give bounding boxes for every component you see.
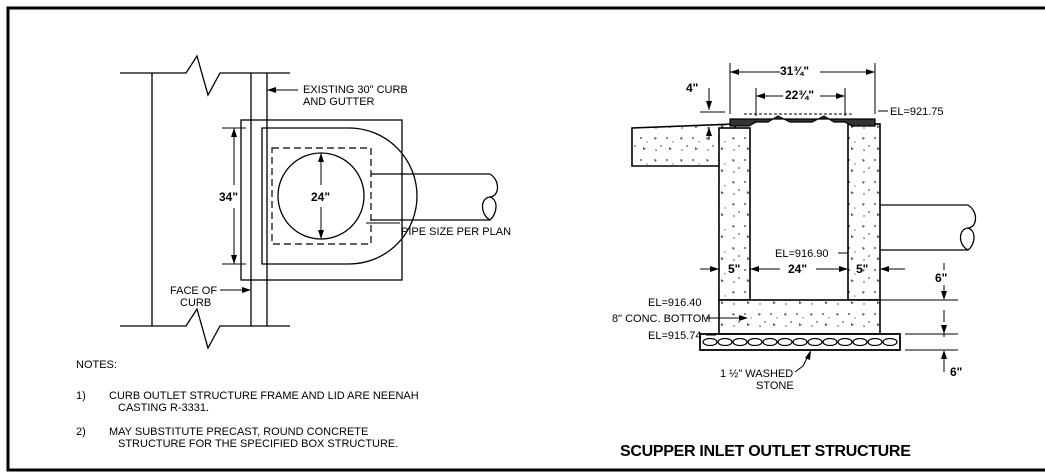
dim-lip-label: 4" xyxy=(686,81,698,95)
curb-label-2: AND GUTTER xyxy=(303,96,375,108)
outer-box xyxy=(240,119,403,281)
stone-label-2: STONE xyxy=(756,380,794,392)
note-1-line-2: CASTING R-3331. xyxy=(118,402,209,414)
bottom-break-line xyxy=(120,307,290,350)
stone-label: 1 ½" WASHED xyxy=(720,368,793,380)
el-invert-label: EL=916.90 xyxy=(775,248,829,260)
curb-label: EXISTING 30" CURB xyxy=(303,84,408,96)
top-break-line xyxy=(120,54,290,97)
el-top-label: EL=921.75 xyxy=(890,106,944,118)
drawing-title: SCUPPER INLET OUTLET STRUCTURE xyxy=(620,443,911,460)
note-1-number: 1) xyxy=(76,390,86,402)
washed-stone-layer xyxy=(699,333,901,351)
note-2-line-2: STRUCTURE FOR THE SPECIFIED BOX STRUCTUR… xyxy=(118,438,398,450)
sheet-border xyxy=(6,6,1045,472)
dim-slab-label: 6" xyxy=(935,271,947,285)
left-wall xyxy=(718,127,751,301)
bottom-label: 8" CONC. BOTTOM xyxy=(612,313,710,325)
note-2-number: 2) xyxy=(76,426,86,438)
pipe-size-label: PIPE SIZE PER PLAN xyxy=(401,226,511,238)
dim-wall-left-label: 5" xyxy=(728,262,740,276)
right-wall xyxy=(847,123,881,301)
face-of-curb-label: FACE OF xyxy=(170,285,217,297)
dim-pipe-label: 24" xyxy=(311,190,330,204)
casting-grate xyxy=(729,115,876,127)
dim-inner-label: 24" xyxy=(788,262,807,276)
pipe-break xyxy=(481,173,499,221)
dim-height-label: 34" xyxy=(219,190,238,204)
face-of-curb-label-2: CURB xyxy=(180,297,211,309)
plan-view: EXISTING 30" CURB AND GUTTER 34" 24" PIP… xyxy=(120,54,511,350)
note-2-line-1: MAY SUBSTITUTE PRECAST, ROUND CONCRETE xyxy=(109,426,368,438)
section-view: 31¾" 22¾" 4" EL=921.75 EL=916.90 5" 24" … xyxy=(612,63,977,392)
notes-block: NOTES: 1) CURB OUTLET STRUCTURE FRAME AN… xyxy=(76,359,419,450)
bottom-slab xyxy=(718,299,881,335)
casting-frame xyxy=(261,127,418,265)
note-1-line-1: CURB OUTLET STRUCTURE FRAME AND LID ARE … xyxy=(109,390,419,402)
dim-top-outer-label: 31¾" xyxy=(780,64,809,78)
outlet-pipe-break xyxy=(959,204,977,251)
notes-heading: NOTES: xyxy=(76,359,117,371)
el-stone-label: EL=915.74 xyxy=(648,330,702,342)
dashed-inner-box xyxy=(271,147,372,245)
dim-stone-label: 6" xyxy=(950,365,962,379)
el-bottom-top-label: EL=916.40 xyxy=(648,297,702,309)
dim-wall-right-label: 5" xyxy=(856,262,868,276)
dim-top-inner-label: 22¾" xyxy=(785,88,814,102)
stone-pattern xyxy=(702,337,898,347)
